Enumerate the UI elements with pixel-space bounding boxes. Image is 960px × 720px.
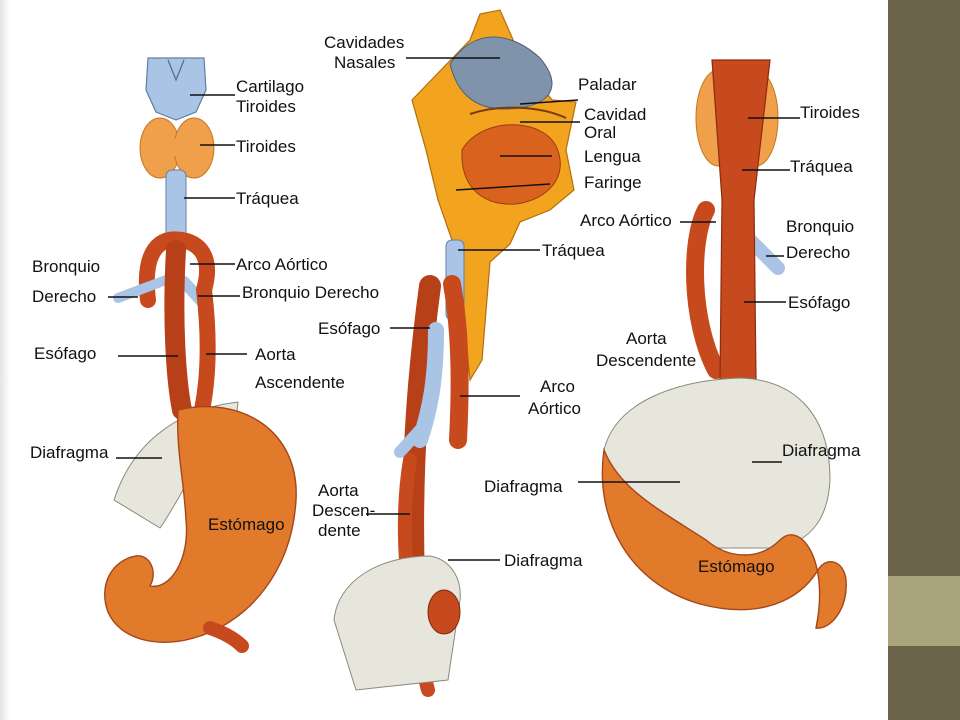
label-center-diafragma-upper: Diafragma	[484, 477, 563, 496]
label-bronquio-derecho: Bronquio Derecho	[242, 283, 379, 302]
label-cavidad-oral: Cavidad Oral	[584, 105, 651, 142]
anatomy-diagram: Cartilago Tiroides Tiroides Tráquea Bron…	[30, 9, 861, 697]
palate-line	[469, 106, 567, 119]
esophagus-shape	[164, 240, 192, 420]
thyroid-cartilage-shape	[145, 57, 207, 121]
label-bronquio-derecho-left: Bronquio Derecho	[32, 257, 105, 306]
label-esofago: Esófago	[34, 344, 96, 363]
label-cavidades-nasales: Cavidades Nasales	[324, 33, 409, 72]
label-center-arco-aortico: Arco Aórtico	[528, 377, 581, 418]
tongue-shape	[461, 124, 561, 205]
leader-palate	[519, 99, 579, 105]
label-right-diafragma: Diafragma	[782, 441, 861, 460]
label-cartilago-tiroides: Cartilago Tiroides	[236, 77, 309, 116]
label-lengua: Lengua	[584, 147, 641, 166]
label-diafragma: Diafragma	[30, 443, 109, 462]
left-edge-shadow	[0, 0, 10, 720]
left-figure: Cartilago Tiroides Tiroides Tráquea Bron…	[30, 57, 379, 653]
right-figure: Tiroides Tráquea Arco Aórtico Bronquio D…	[578, 59, 861, 629]
label-traquea: Tráquea	[236, 189, 299, 208]
thyroid-isthmus	[164, 138, 190, 156]
center-figure: Cavidades Nasales Paladar Cavidad Oral L…	[312, 9, 651, 697]
label-center-diafragma-lower: Diafragma	[504, 551, 583, 570]
stomach-shape	[104, 405, 297, 643]
side-decoration-block	[888, 576, 960, 646]
aortic-arch-shape	[138, 231, 215, 308]
label-center-aorta-descendente: Aorta Descen- dente	[312, 481, 380, 540]
label-center-esofago: Esófago	[318, 319, 380, 338]
label-right-arco-aortico: Arco Aórtico	[580, 211, 672, 230]
label-estomago: Estómago	[208, 515, 285, 534]
thyroid-cartilage-notch	[167, 59, 185, 82]
label-right-tiroides: Tiroides	[800, 103, 860, 122]
right-aortic-arch-shape	[686, 201, 725, 379]
center-esophagus-shape	[402, 275, 441, 591]
trachea-shape	[165, 169, 187, 241]
duodenum-shape	[203, 621, 249, 653]
label-aorta-ascendente: Aorta Ascendente	[255, 345, 345, 392]
bronchus-right-shape	[113, 275, 171, 303]
center-bronchus-shape	[394, 424, 426, 458]
label-right-aorta-descendente: Aorta Descendente	[596, 329, 696, 370]
leader-pharynx	[455, 183, 551, 191]
label-right-traquea: Tráquea	[790, 157, 853, 176]
label-tiroides: Tiroides	[236, 137, 296, 156]
center-aortic-arch-shape	[443, 275, 469, 449]
label-right-estomago: Estómago	[698, 557, 775, 576]
label-paladar: Paladar	[578, 75, 637, 94]
nasal-cavity-shape	[449, 36, 553, 110]
label-center-traquea: Tráquea	[542, 241, 605, 260]
label-right-esofago: Esófago	[788, 293, 850, 312]
label-faringe: Faringe	[584, 173, 642, 192]
label-arco-aortico: Arco Aórtico	[236, 255, 328, 274]
label-right-bronquio-derecho: Bronquio Derecho	[786, 217, 859, 262]
right-stomach-shape	[601, 447, 847, 629]
ascending-aorta-shape	[194, 282, 216, 418]
center-vessel-end	[427, 589, 461, 635]
center-diaphragm-shape	[333, 555, 461, 691]
